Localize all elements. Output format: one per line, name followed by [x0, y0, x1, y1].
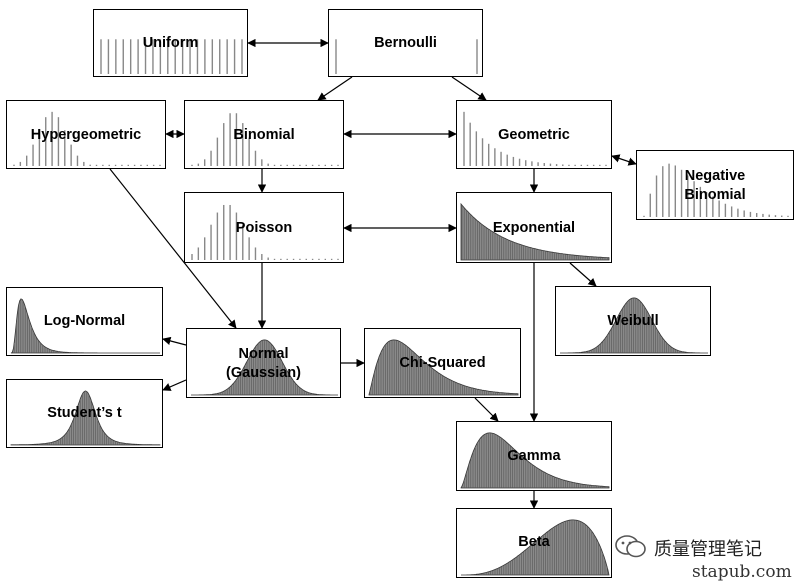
node-students-t: Student’s t	[6, 379, 163, 448]
node-beta: Beta	[456, 508, 612, 578]
node-weibull: Weibull	[555, 286, 711, 356]
edge-hypergeometric-normal	[109, 168, 237, 329]
edge-normal-lognormal	[162, 336, 187, 346]
node-gamma-label: Gamma	[507, 448, 561, 464]
node-poisson: Poisson	[184, 192, 344, 263]
node-normal-label: Normal (Gaussian)	[226, 346, 301, 381]
bernoulli-histogram	[335, 39, 478, 74]
node-gamma: Gamma	[456, 421, 612, 491]
node-binomial: Binomial	[184, 100, 344, 169]
poisson-histogram	[191, 204, 339, 260]
node-geometric-label: Geometric	[498, 127, 570, 143]
geometric-histogram	[463, 111, 607, 166]
node-log-normal: Log-Normal	[6, 287, 163, 356]
wechat-icon	[615, 535, 646, 558]
density-curve	[460, 202, 610, 261]
edge-normal-studentst	[162, 379, 187, 391]
negative-binomial-histogram	[643, 163, 789, 217]
node-geometric: Geometric	[456, 100, 612, 169]
node-students-t-label: Student’s t	[47, 405, 122, 421]
node-chi-squared-label: Chi-Squared	[399, 355, 486, 371]
node-chi-squared: Chi-Squared	[364, 328, 521, 398]
weibull-density	[560, 297, 708, 354]
node-uniform-label: Uniform	[142, 35, 199, 51]
edge-bernoulli-binomial	[317, 76, 353, 101]
density-curve	[460, 432, 610, 489]
node-bernoulli: Bernoulli	[328, 9, 483, 77]
node-bernoulli-label: Bernoulli	[374, 35, 437, 51]
watermark-account: 质量管理笔记	[654, 539, 762, 560]
students-t-density	[10, 390, 161, 446]
node-exponential-label: Exponential	[492, 220, 576, 236]
node-hypergeometric-label: Hypergeometric	[30, 127, 142, 143]
node-negative-binomial-label: Negative Binomial	[684, 168, 746, 203]
chi-squared-density	[368, 339, 519, 396]
beta-density	[461, 519, 610, 576]
density-curve	[10, 390, 161, 446]
edge-geometric-negbinomial	[611, 154, 637, 166]
gamma-density	[460, 432, 610, 489]
node-binomial-label: Binomial	[233, 127, 295, 143]
node-beta-label: Beta	[518, 534, 550, 550]
density-curve	[368, 339, 519, 396]
binomial-histogram	[191, 113, 339, 166]
log-normal-density	[10, 298, 160, 354]
watermark-site: stapub.com	[692, 562, 792, 582]
hypergeometric-histogram	[13, 111, 161, 166]
density-curve	[560, 297, 708, 354]
uniform-histogram	[100, 39, 243, 74]
node-uniform: Uniform	[93, 9, 248, 77]
edge-chisquared-gamma	[474, 397, 499, 422]
node-exponential: Exponential	[456, 192, 612, 263]
exponential-density	[460, 202, 610, 261]
watermark: 质量管理笔记	[614, 533, 799, 560]
node-poisson-label: Poisson	[235, 220, 293, 236]
edge-exponential-weibull	[569, 262, 597, 287]
density-curve	[10, 298, 160, 354]
edge-bernoulli-geometric	[451, 76, 487, 101]
node-hypergeometric: Hypergeometric	[6, 100, 166, 169]
node-normal: Normal (Gaussian)	[186, 328, 341, 398]
node-log-normal-label: Log-Normal	[43, 313, 126, 329]
node-negative-binomial: Negative Binomial	[636, 150, 794, 220]
node-weibull-label: Weibull	[607, 313, 659, 329]
normal-density	[191, 339, 338, 396]
